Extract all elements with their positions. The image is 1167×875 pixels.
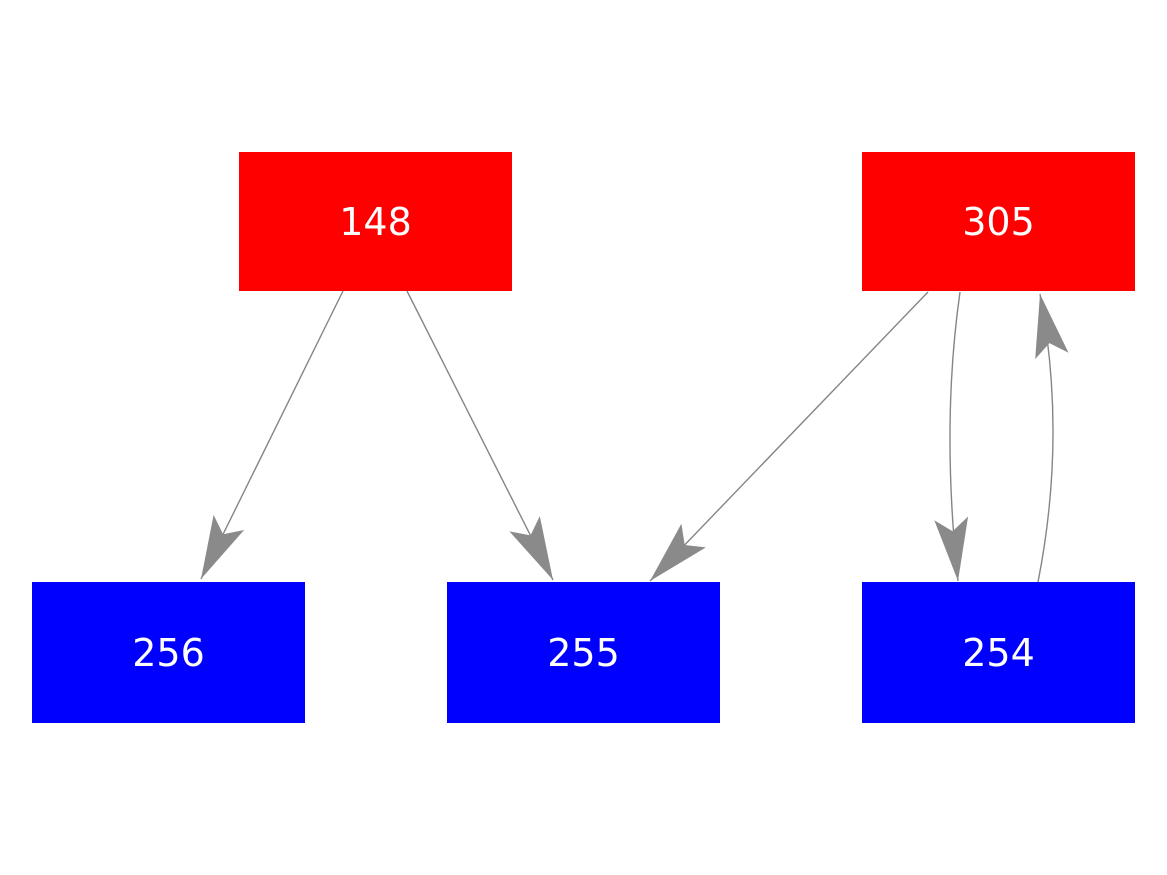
node-256: 256 [32, 582, 305, 723]
node-148: 148 [239, 152, 512, 291]
edge-305-255 [649, 291, 929, 582]
arrowhead-305-254 [934, 516, 969, 581]
node-label: 305 [962, 199, 1035, 244]
node-label: 148 [339, 199, 412, 244]
arrowhead-305-255 [650, 523, 706, 581]
arrowhead-254-305 [1035, 294, 1069, 360]
edge-148-255 [406, 290, 554, 581]
node-305: 305 [862, 152, 1135, 291]
node-label: 254 [962, 630, 1035, 675]
node-label: 256 [132, 630, 205, 675]
edge-148-256 [200, 290, 344, 580]
node-255: 255 [447, 582, 720, 723]
node-label: 255 [547, 630, 620, 675]
arrowhead-148-256 [201, 515, 245, 579]
node-254: 254 [862, 582, 1135, 723]
arrowhead-148-255 [509, 516, 553, 580]
